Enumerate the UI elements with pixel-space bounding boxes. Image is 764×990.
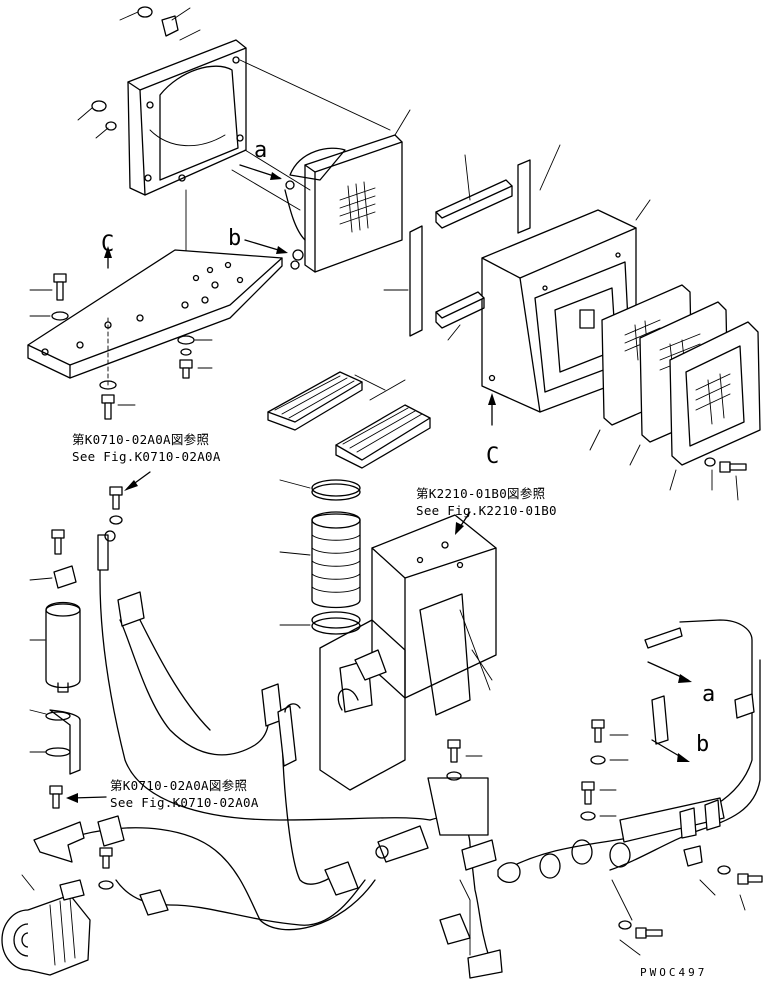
callout-b-upper: b: [228, 226, 242, 251]
blower-unit: [284, 109, 411, 273]
plate-bolts: [29, 273, 213, 420]
heater-box: [481, 199, 651, 413]
support-bars: [383, 144, 561, 341]
ref-label-2-en: See Fig.K2210-01B0: [416, 503, 557, 518]
callout-a-lower: a: [702, 682, 716, 707]
ref-label-1-jp: 第K0710-02A0A図参照: [72, 432, 210, 447]
hose-brackets: [427, 693, 755, 979]
ref-label-1-en: See Fig.K0710-02A0A: [72, 449, 221, 464]
ref-label-3-en: See Fig.K0710-02A0A: [110, 795, 259, 810]
callout-a-upper: a: [254, 138, 268, 163]
callout-arrows-lower: [647, 661, 692, 762]
callout-b-lower: b: [696, 732, 710, 757]
drawing-number: PWOC497: [640, 966, 708, 979]
gasket-frames: [589, 284, 761, 501]
callout-c-right: C: [486, 444, 500, 469]
compressor: [1, 839, 91, 976]
center-bracket: [319, 514, 497, 791]
mounting-plate: [27, 249, 283, 386]
cover-plate: [127, 39, 247, 196]
bolts-right: [446, 719, 763, 956]
ref-label-2-jp: 第K2210-01B0図参照: [416, 486, 546, 501]
filter-elements: [267, 371, 431, 469]
nut-clip-group: [77, 6, 201, 139]
refrigerant-hoses: [79, 530, 761, 961]
duct-parts: [279, 479, 361, 635]
ref-label-3-jp: 第K0710-02A0A図参照: [110, 778, 248, 793]
callout-arrows-upper: [239, 164, 288, 254]
lower-left-bracket: [33, 486, 123, 890]
receiver-drier: [29, 529, 81, 775]
callout-c-left: C: [101, 232, 115, 257]
